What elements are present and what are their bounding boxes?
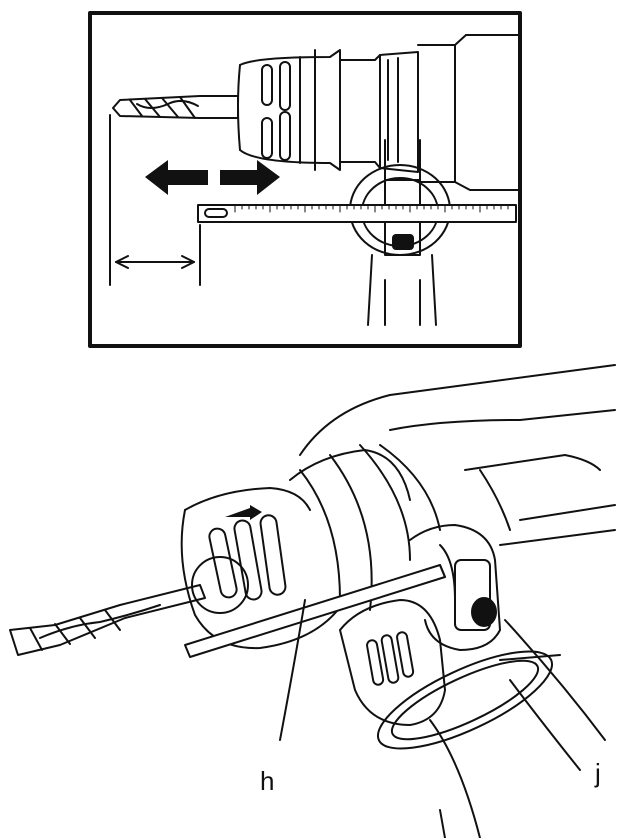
inset-depth-gauge-rod <box>197 204 517 223</box>
inset-drill-body <box>379 34 521 191</box>
main-drill-illustration <box>9 364 616 838</box>
inset-chuck <box>237 49 381 171</box>
leader-line-h <box>279 599 306 741</box>
direction-arrows <box>145 160 280 195</box>
label-h: h <box>260 766 274 796</box>
chuck-arrow-icon <box>225 505 262 520</box>
depth-dimension <box>109 114 201 286</box>
inset-panel <box>88 11 522 348</box>
clamp-screw-icon <box>471 597 497 627</box>
inset-drill-bit <box>112 95 239 119</box>
arrow-right-icon <box>220 160 280 195</box>
depth-gauge-rod <box>184 564 446 658</box>
label-j: j <box>594 758 601 788</box>
drill-housing <box>299 364 616 546</box>
leader-line-j <box>504 619 606 741</box>
drill-bit <box>9 584 206 656</box>
arrow-left-icon <box>145 160 208 195</box>
ruler-ticks <box>234 204 509 213</box>
side-grip <box>339 524 581 838</box>
